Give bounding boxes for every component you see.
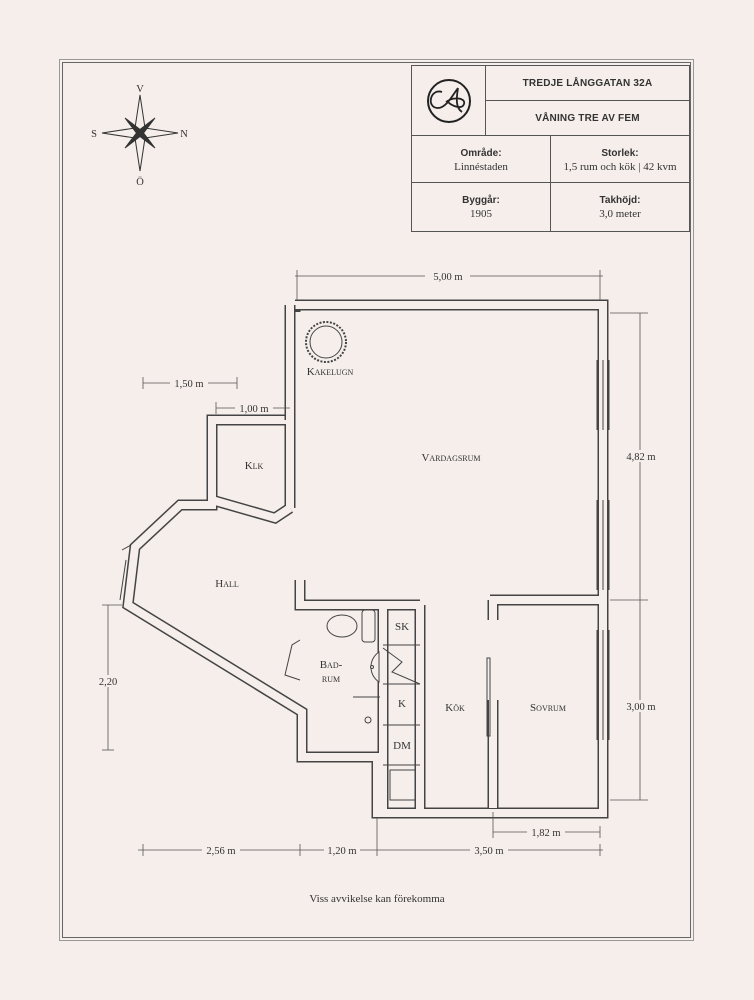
windows [119, 360, 610, 740]
area-cell: Område: Linnéstaden [412, 136, 551, 183]
dim-klk-outer: 1,50 m [174, 379, 203, 390]
dim-top: 5,00 m [433, 272, 462, 283]
room-klk: Klk [245, 460, 264, 472]
page-frame [62, 62, 691, 938]
disclaimer-note: Viss avvikelse kan förekomma [309, 893, 445, 905]
room-sk: SK [395, 621, 409, 633]
dim-bottom-1: 2,56 m [206, 846, 235, 857]
dim-klk-inner: 1,00 m [239, 404, 268, 415]
year-label: Byggår: [462, 195, 500, 206]
height-cell: Takhöjd: 3,0 meter [551, 183, 689, 231]
area-value: Linnéstaden [454, 161, 508, 173]
dim-bottom-2: 1,20 m [327, 846, 356, 857]
room-sovrum: Sovrum [530, 702, 566, 714]
logo-cell [412, 66, 486, 136]
compass-west: V [136, 84, 144, 95]
bathroom-fixtures [326, 609, 380, 724]
area-label: Område: [460, 148, 502, 159]
size-cell: Storlek: 1,5 rum och kök | 42 kvm [551, 136, 689, 183]
walls [119, 299, 610, 819]
dim-bedroom: 1,82 m [531, 828, 560, 839]
year-cell: Byggår: 1905 [412, 183, 551, 231]
dim-right-lower: 3,00 m [626, 702, 655, 713]
room-vardagsrum: Vardagsrum [421, 452, 480, 464]
compass-south: S [91, 129, 97, 140]
dim-bottom-3: 3,50 m [474, 846, 503, 857]
floor: VÅNING TRE AV FEM [486, 101, 689, 136]
room-bad-1: Bad- [320, 659, 343, 671]
room-bad-2: rum [322, 673, 340, 685]
compass-north: N [180, 129, 188, 140]
dim-right-upper: 4,82 m [626, 452, 655, 463]
height-value: 3,0 meter [599, 208, 641, 220]
height-label: Takhöjd: [599, 195, 641, 206]
room-hall: Hall [215, 578, 239, 590]
size-label: Storlek: [601, 148, 639, 159]
dim-left: 2,20 [99, 677, 117, 688]
compass-icon [101, 94, 179, 172]
size-value: 1,5 rum och kök | 42 kvm [563, 161, 677, 173]
room-kok: Kök [445, 702, 465, 714]
kakelugn-icon [305, 321, 347, 363]
year-value: 1905 [470, 208, 492, 220]
logo-icon [427, 79, 471, 123]
address: TREDJE LÅNGGATAN 32A [486, 66, 689, 101]
room-dm: DM [393, 740, 411, 752]
info-table: TREDJE LÅNGGATAN 32A VÅNING TRE AV FEM O… [411, 65, 690, 232]
room-k: K [398, 698, 406, 710]
compass-east: Ö [136, 176, 144, 188]
room-kakelugn: Kakelugn [307, 366, 354, 378]
